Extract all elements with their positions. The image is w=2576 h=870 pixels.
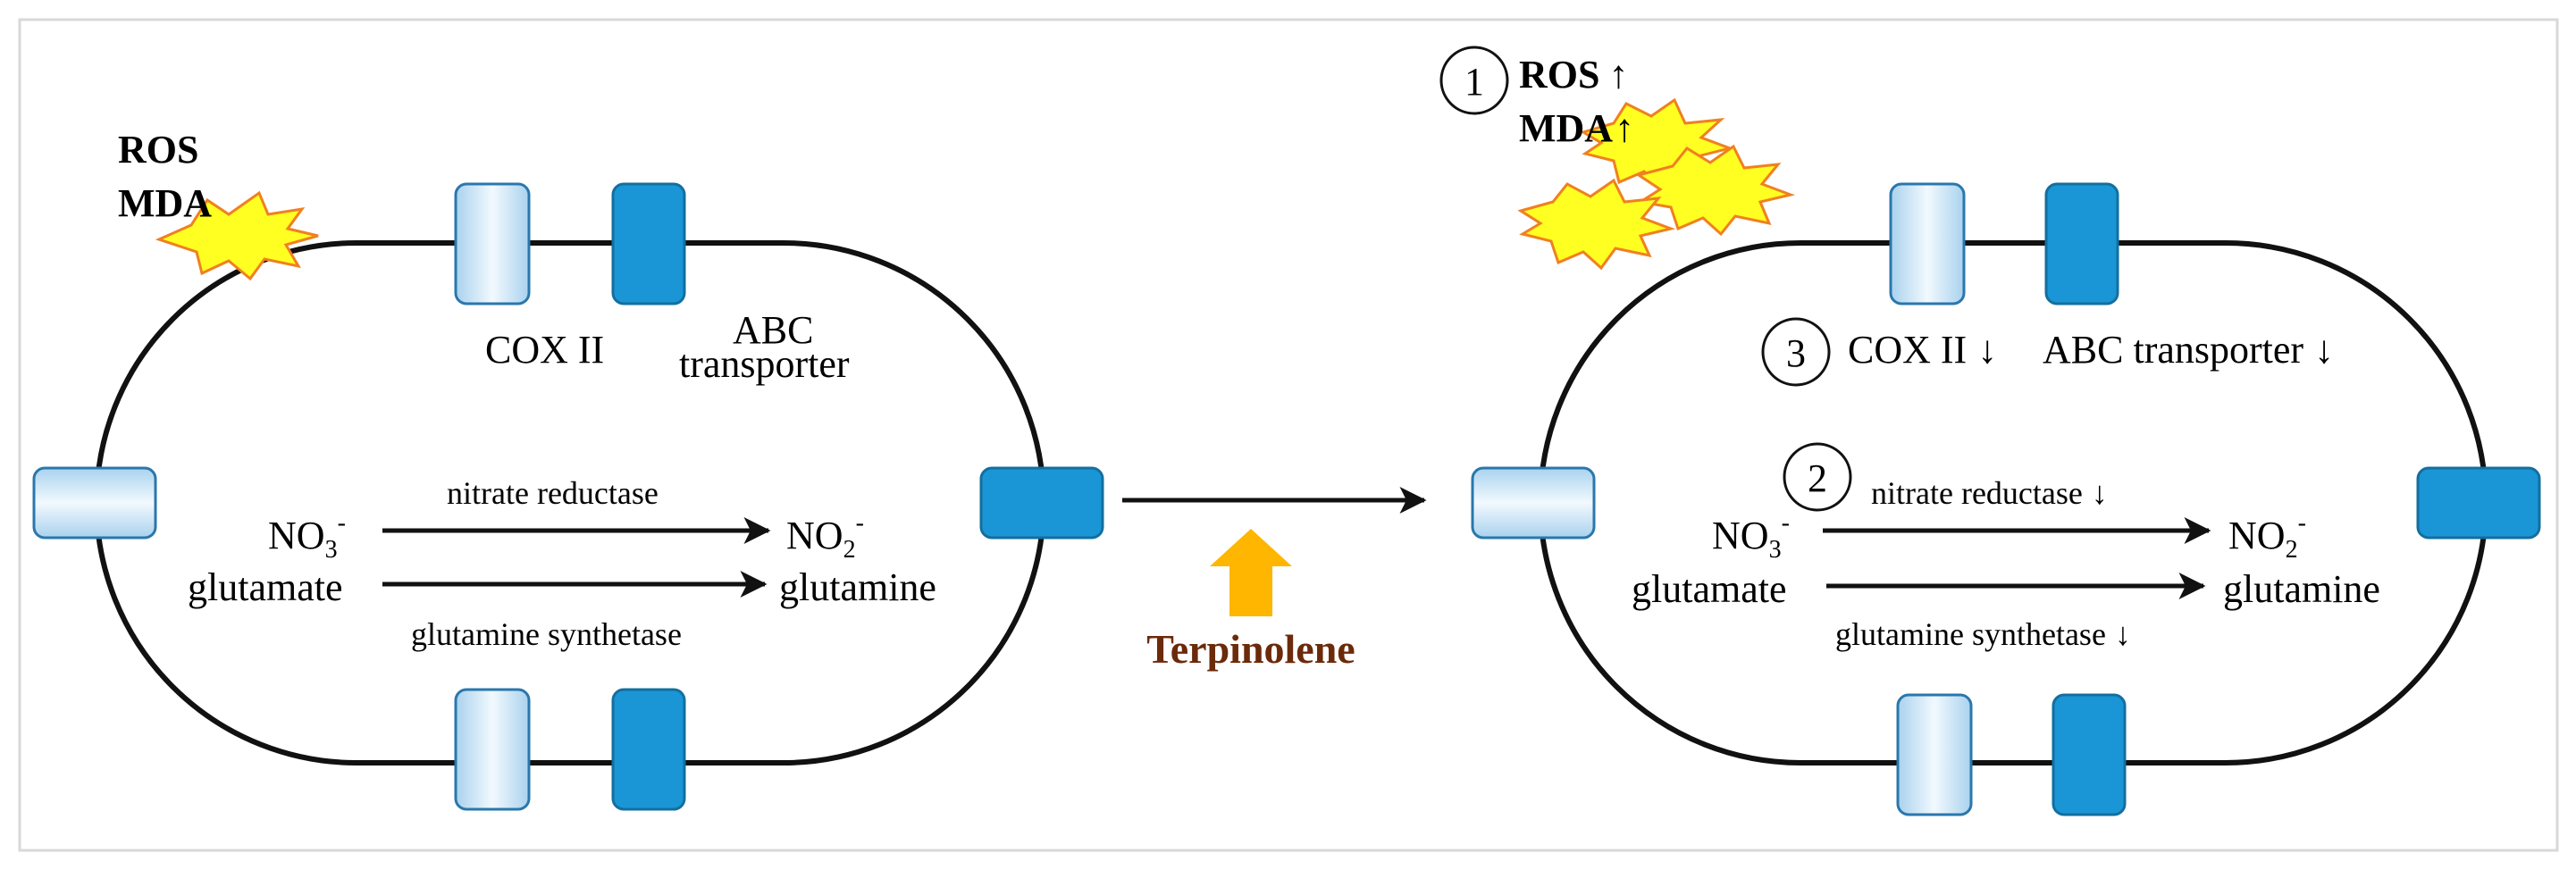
left-reaction2-enzyme: glutamine synthetase xyxy=(411,616,682,652)
treatment: Terpinolene xyxy=(1122,487,1427,672)
left-ros-burst xyxy=(155,190,319,281)
treatment-label: Terpinolene xyxy=(1146,626,1355,672)
left-reaction1-enzyme: nitrate reductase xyxy=(447,475,659,511)
left-ros-label: ROS xyxy=(118,128,198,171)
figure-frame xyxy=(18,18,2559,852)
left-cell: ROS MDA COX II ABC transporter nitrate r… xyxy=(32,128,1104,811)
left-mda-label: MDA xyxy=(118,181,212,225)
right-reaction2-substrate: glutamate xyxy=(1632,567,1787,611)
right-marker-1-circle xyxy=(1439,46,1509,115)
left-reaction1-product: NO2- xyxy=(786,509,864,564)
left-abc-channel-top xyxy=(611,182,686,305)
right-cox-channel-side xyxy=(1471,466,1596,540)
right-cox-channel-bottom xyxy=(1896,693,1973,816)
right-mda-label: MDA↑ xyxy=(1519,106,1634,150)
right-marker-3-circle xyxy=(1761,317,1831,387)
right-cox-label: COX II↓ xyxy=(1848,328,1997,372)
right-reaction2-enzyme: glutamine synthetase↓ xyxy=(1835,616,2131,652)
right-reaction1-substrate: NO3- xyxy=(1712,509,1790,564)
right-abc-channel-side xyxy=(2416,466,2541,540)
left-reaction1-substrate: NO3- xyxy=(268,509,346,564)
right-marker-3: 3 xyxy=(1786,331,1806,375)
right-marker-2-circle xyxy=(1783,442,1852,512)
left-abc-channel-bottom xyxy=(611,688,686,811)
right-reaction1-enzyme: nitrate reductase↓ xyxy=(1871,475,2108,511)
right-marker-2: 2 xyxy=(1808,456,1827,500)
treatment-yellow-arrow-icon xyxy=(1210,529,1292,616)
right-abc-channel-bottom xyxy=(2052,693,2127,816)
left-cox-channel-side xyxy=(32,466,157,540)
right-ros-label: ROS↑ xyxy=(1519,53,1628,96)
right-abc-label: ABC transporter↓ xyxy=(2043,328,2334,372)
left-cox-label: COX II xyxy=(485,328,604,372)
left-reaction2-product: glutamine xyxy=(779,565,936,609)
right-marker-1: 1 xyxy=(1464,60,1484,104)
left-cox-channel-top xyxy=(454,182,531,305)
right-abc-channel-top xyxy=(2044,182,2119,305)
left-abc-label-line2: transporter xyxy=(679,342,850,386)
left-abc-channel-side xyxy=(979,466,1104,540)
right-cell: 1 ROS↑ MDA↑ 3 COX II↓ ABC transporter↓ 2… xyxy=(1439,46,2541,816)
left-cox-channel-bottom xyxy=(454,688,531,811)
right-ros-burst-3 xyxy=(1517,178,1676,271)
right-reaction1-product: NO2- xyxy=(2228,509,2306,564)
left-reaction2-substrate: glutamate xyxy=(188,565,343,609)
right-cox-channel-top xyxy=(1889,182,1966,305)
right-reaction2-product: glutamine xyxy=(2223,567,2380,611)
right-ros-burst-2 xyxy=(1635,144,1796,237)
left-abc-label-line1: ABC xyxy=(733,308,813,352)
